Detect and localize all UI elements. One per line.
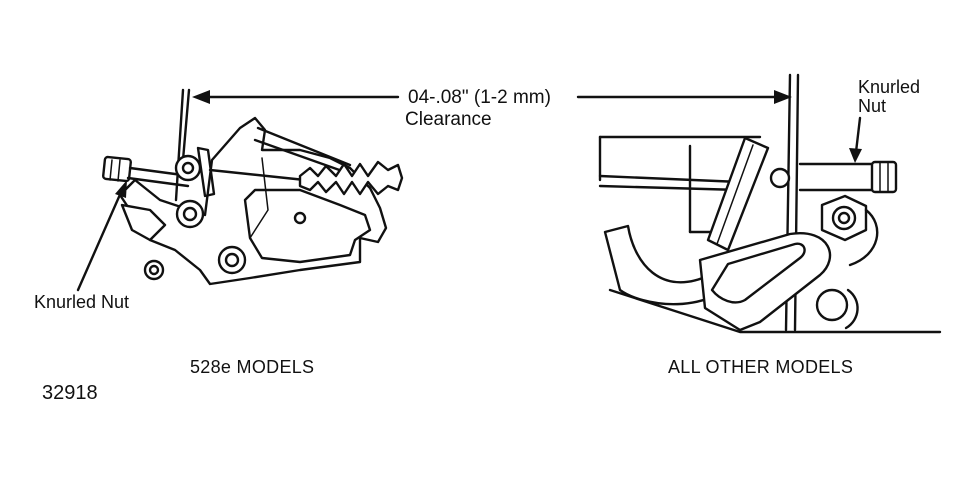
right-knurled-nut: [870, 160, 898, 194]
left-bracket-body: [118, 116, 388, 286]
right-lower-boss-rim: [844, 288, 859, 330]
knurled-nut-right-line2: Nut: [858, 95, 887, 116]
clearance-label: Clearance: [405, 109, 492, 130]
left-rubber-boot: [298, 160, 404, 196]
left-knurled-nut: [102, 155, 132, 183]
right-cable-bottom: [598, 184, 742, 192]
knurled-nut-left-label: Knurled Nut: [34, 292, 130, 312]
right-diagonal-lever: [706, 136, 770, 252]
right-cable-top: [598, 174, 742, 184]
clearance-left-arrowhead: [192, 90, 210, 104]
left-knurled-nut-arrow: [76, 180, 127, 292]
left-reference-rod-edge: [181, 88, 191, 162]
figure-number: 32918: [42, 382, 98, 404]
clearance-dimension: [192, 90, 792, 104]
right-knurled-nut-arrow: [849, 116, 862, 163]
left-lower-arm: [120, 203, 167, 242]
right-mechanism-other: [598, 73, 942, 334]
left-threaded-rod-bottom: [126, 176, 190, 188]
left-small-rivet: [293, 211, 307, 225]
caption-528e-models: 528e MODELS: [190, 357, 315, 377]
right-pivot: [769, 167, 791, 189]
left-bolt-ring-hole: [182, 206, 198, 222]
right-nut-bracket: [848, 208, 879, 267]
left-mechanism-528e: [102, 88, 404, 286]
clearance-right-arrowhead: [774, 90, 792, 104]
left-cable-rod-3: [253, 138, 347, 174]
knurled-nut-right-line1: Knurled: [858, 77, 921, 97]
right-base-plate: [608, 288, 942, 334]
left-inner-plate: [243, 188, 372, 264]
left-reference-rod: [174, 88, 185, 202]
left-cable-rod-2: [256, 126, 352, 167]
left-loose-washer-hole: [148, 264, 160, 276]
left-lever: [196, 146, 216, 198]
left-cable-rod-1: [208, 168, 307, 182]
right-lever-edge: [716, 144, 754, 245]
right-slot: [710, 242, 806, 304]
left-pivot-hole: [181, 161, 195, 175]
left-lower-bolt-hole: [224, 252, 240, 268]
clearance-value-label: 04-.08" (1-2 mm): [408, 87, 551, 108]
right-lower-boss: [815, 288, 849, 322]
right-hex-nut: [820, 194, 868, 242]
caption-all-other-models: ALL OTHER MODELS: [668, 357, 854, 377]
knurled-nut-right-label: Knurled Nut: [858, 78, 920, 116]
